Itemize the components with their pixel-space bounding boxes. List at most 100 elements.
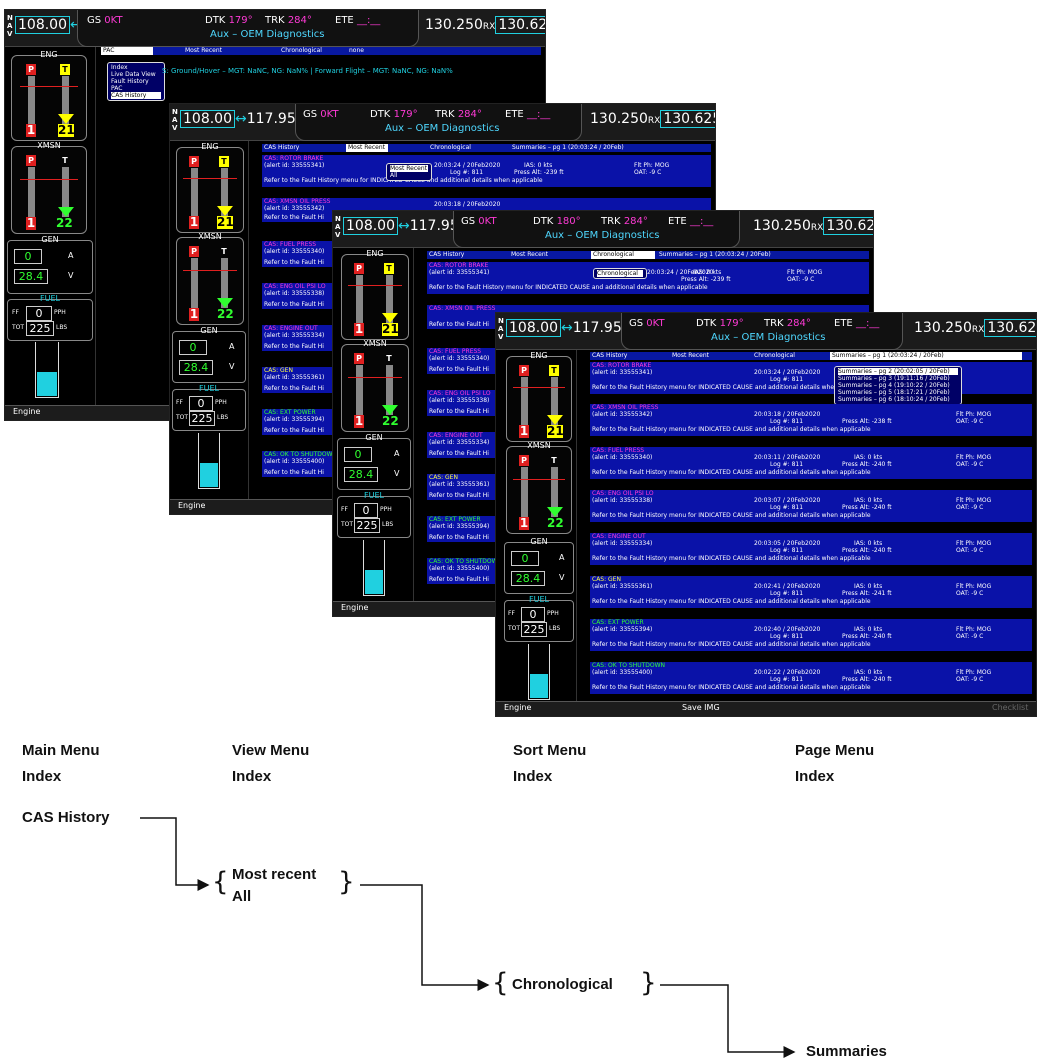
page-menu-popup[interactable]: Summaries – pg 2 (20:02:05 / 20Feb) Summ… <box>834 366 962 405</box>
ff-label: FF <box>341 506 348 513</box>
menu-item-live-data-view[interactable]: Live Data View <box>111 71 156 78</box>
active-frequency[interactable]: 108.00 <box>180 110 235 128</box>
entry-name: CAS: ENG OIL PSI LO <box>592 490 654 497</box>
cas-entry[interactable]: CAS: ROTOR BRAKE (alert id: 33555341) 20… <box>427 262 869 294</box>
eng-pointer <box>58 114 74 124</box>
fuel-tube <box>35 342 59 398</box>
entry-refer: Refer to the Fault History menu for INDI… <box>592 684 871 691</box>
eng-gauge: ENG P T 1 21 <box>11 50 87 141</box>
entry-log: Log #: 811 <box>450 169 484 176</box>
page-menu-item-pg6[interactable]: Summaries – pg 6 (18:10:24 / 20Feb) <box>838 396 950 403</box>
page-menu-item-pg5[interactable]: Summaries – pg 5 (18:17:21 / 20Feb) <box>838 389 950 396</box>
menu-item-cas-history[interactable]: CAS History <box>111 92 161 99</box>
gen-box: GEN 0 A 28.4 V <box>7 235 93 294</box>
page-menu-item-pg3[interactable]: Summaries – pg 3 (19:11:16 / 20Feb) <box>838 375 950 382</box>
header-summaries[interactable]: Summaries – pg 1 (20:03:24 / 20Feb) <box>512 144 624 151</box>
caption-index: Index <box>232 768 272 785</box>
entry-id: (alert id: 33555334) <box>264 332 325 339</box>
header-most-recent[interactable]: Most Recent <box>185 47 222 54</box>
entry-refer: Refer to the Fault Hi <box>429 492 489 499</box>
gen-amps: 0 <box>179 340 207 355</box>
menu-item-pac[interactable]: PAC <box>111 85 123 92</box>
cas-entry[interactable]: CAS: FUEL PRESS (alert id: 33555340) 20:… <box>590 447 1032 479</box>
gs-readout: GS 0KT <box>87 15 123 26</box>
main-menu-popup[interactable]: Index Live Data View Fault History PAC C… <box>107 62 165 101</box>
engine-panel: ENG P T 1 21 XMSN P T 1 22 GEN 0 A 28.4 <box>496 350 577 702</box>
entry-oat: OAT: -9 C <box>956 676 984 683</box>
entry-id: (alert id: 33555342) <box>264 205 325 212</box>
view-all[interactable]: All <box>390 172 398 179</box>
swap-icon[interactable]: ↔ <box>70 17 82 33</box>
redline <box>183 270 237 271</box>
nav-frequency[interactable]: 108.00↔117.95 <box>506 319 622 337</box>
p-tag: P <box>26 155 36 166</box>
header-most-recent[interactable]: Most Recent <box>511 251 548 258</box>
fuel-level <box>200 463 218 487</box>
header-cas-history[interactable]: CAS History <box>429 251 465 258</box>
xmsn-bar-right <box>386 365 393 415</box>
swap-icon[interactable]: ↔ <box>235 111 247 127</box>
gen-volts-unit: V <box>394 469 400 478</box>
active-frequency[interactable]: 108.00 <box>15 16 70 34</box>
cas-entry[interactable]: CAS: XMSN OIL PRESS (alert id: 33555342)… <box>590 404 1032 436</box>
page-menu-item-pg2[interactable]: Summaries – pg 2 (20:02:05 / 20Feb) <box>838 368 958 375</box>
header-chronological[interactable]: Chronological <box>754 352 795 359</box>
xmsn-bar-left <box>521 467 528 517</box>
header-none[interactable]: none <box>349 47 364 54</box>
header-chronological[interactable]: Chronological <box>591 251 655 259</box>
header-pac[interactable]: PAC <box>101 47 153 55</box>
header-cas-history[interactable]: CAS History <box>264 144 300 151</box>
header-cas-history[interactable]: CAS History <box>592 352 628 359</box>
view-menu-popup[interactable]: Most Recent All <box>386 163 432 181</box>
cas-entry[interactable]: CAS: ENG OIL PSI LO (alert id: 33555338)… <box>590 490 1032 522</box>
gs-readout: GS 0KT <box>303 109 339 120</box>
entry-name: CAS: XMSN OIL PRESS <box>429 305 496 312</box>
eng-gauge: ENG P T 1 21 <box>506 351 572 442</box>
eng-bar-right <box>386 275 393 323</box>
page-menu-item-pg4[interactable]: Summaries – pg 4 (19:10:22 / 20Feb) <box>838 382 950 389</box>
active-frequency[interactable]: 108.00 <box>506 319 561 337</box>
softkey-save-img[interactable]: Save IMG <box>682 703 720 712</box>
menu-item-fault-history[interactable]: Fault History <box>111 78 149 85</box>
nav-frequency[interactable]: 108.00↔117.95 <box>343 217 459 235</box>
active-frequency[interactable]: 108.00 <box>343 217 398 235</box>
header-summaries[interactable]: Summaries – pg 1 (20:03:24 / 20Feb) <box>830 352 1022 360</box>
cas-entry[interactable]: CAS: ENGINE OUT (alert id: 33555334) 20:… <box>590 533 1032 565</box>
view-most-recent[interactable]: Most Recent <box>390 165 428 172</box>
softkey-engine[interactable]: Engine <box>504 703 532 712</box>
softkey-engine[interactable]: Engine <box>178 501 206 510</box>
flow-chronological: Chronological <box>512 976 613 993</box>
cas-entry[interactable]: CAS: GEN (alert id: 33555361) 20:02:41 /… <box>590 576 1032 608</box>
header-most-recent[interactable]: Most Recent <box>346 144 388 152</box>
standby-frequency[interactable]: 117.95 <box>409 218 459 234</box>
redline <box>348 377 402 378</box>
entry-ias: IAS: 0 kts <box>524 162 553 169</box>
sort-chronological[interactable]: Chronological <box>597 270 643 277</box>
entry-refer: Refer to the Fault Hi <box>429 408 489 415</box>
entry-name: CAS: EXT POWER <box>429 516 481 523</box>
page-title: Aux – OEM Diagnostics <box>385 123 500 134</box>
swap-icon[interactable]: ↔ <box>561 320 573 336</box>
softkey-engine[interactable]: Engine <box>341 603 369 612</box>
sort-menu-popup[interactable]: Chronological <box>593 268 647 279</box>
cas-entry[interactable]: CAS: EXT POWER (alert id: 33555394) 20:0… <box>590 619 1032 651</box>
nav-frequency[interactable]: 108.00↔117.95 <box>180 110 296 128</box>
swap-icon[interactable]: ↔ <box>398 218 410 234</box>
header-most-recent[interactable]: Most Recent <box>672 352 709 359</box>
header-chronological[interactable]: Chronological <box>281 47 322 54</box>
cas-entry[interactable]: CAS: OK TO SHUTDOWN (alert id: 33555400)… <box>590 662 1032 694</box>
standby-frequency[interactable]: 117.95 <box>572 320 622 336</box>
header-summaries[interactable]: Summaries – pg 1 (20:03:24 / 20Feb) <box>659 251 771 258</box>
standby-frequency[interactable]: 117.95 <box>246 111 296 127</box>
header-chronological[interactable]: Chronological <box>430 144 471 151</box>
softkey-checklist[interactable]: Checklist <box>992 703 1029 712</box>
softkey-engine[interactable]: Engine <box>13 407 41 416</box>
menu-item-index[interactable]: Index <box>111 64 128 71</box>
xmsn-bar-right <box>221 258 228 308</box>
eng-pointer <box>382 313 398 323</box>
entry-time: 20:02:22 / 20Feb2020 <box>754 669 821 676</box>
